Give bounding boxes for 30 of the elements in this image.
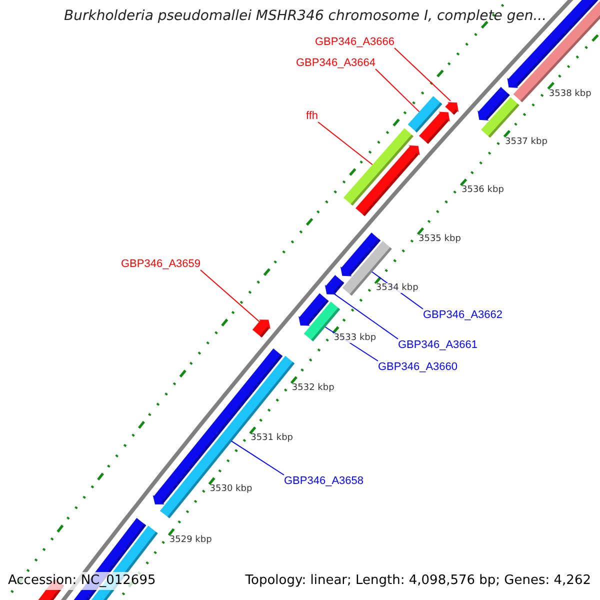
- gene-label: GBP346_A3659: [121, 258, 201, 270]
- scale-label: 3534 kbp: [376, 283, 418, 294]
- scale-label: 3530 kbp: [210, 484, 252, 494]
- scale-label: 3535 kbp: [418, 234, 461, 244]
- gene-label: GBP346_A3662: [423, 309, 503, 321]
- gene-label: GBP346_A3666: [315, 36, 395, 48]
- gene-bar: [344, 128, 414, 206]
- gene-bar: [408, 96, 442, 132]
- scale-label: 3536 kbp: [462, 185, 504, 196]
- gene-label: GBP346_A3664: [296, 57, 376, 69]
- gene-feature: [445, 102, 459, 115]
- leader-line: [230, 440, 284, 476]
- gene-label: ffh: [306, 110, 318, 122]
- leader-line: [200, 270, 260, 322]
- leader-line: [318, 122, 373, 166]
- scale-label: 3537 kbp: [505, 136, 548, 147]
- scale-label: 3531 kbp: [250, 433, 293, 444]
- map-title: Burkholderia pseudomallei MSHR346 chromosome I, complete gen...: [64, 8, 547, 25]
- leader-line: [334, 294, 398, 340]
- gene-feature: [324, 275, 344, 294]
- gene-feature: [252, 320, 270, 338]
- scale-label: 3532 kbp: [292, 383, 334, 393]
- leader-line: [375, 68, 420, 112]
- gene-label: GBP346_A3660: [378, 361, 458, 373]
- gene-label: GBP346_A3658: [284, 475, 364, 487]
- scale-label: 3533 kbp: [334, 333, 376, 343]
- leader-line: [394, 48, 451, 102]
- scale-label: 3538 kbp: [548, 88, 592, 99]
- gene-label: GBP346_A3661: [398, 339, 478, 351]
- scale-label: 3529 kbp: [169, 535, 212, 546]
